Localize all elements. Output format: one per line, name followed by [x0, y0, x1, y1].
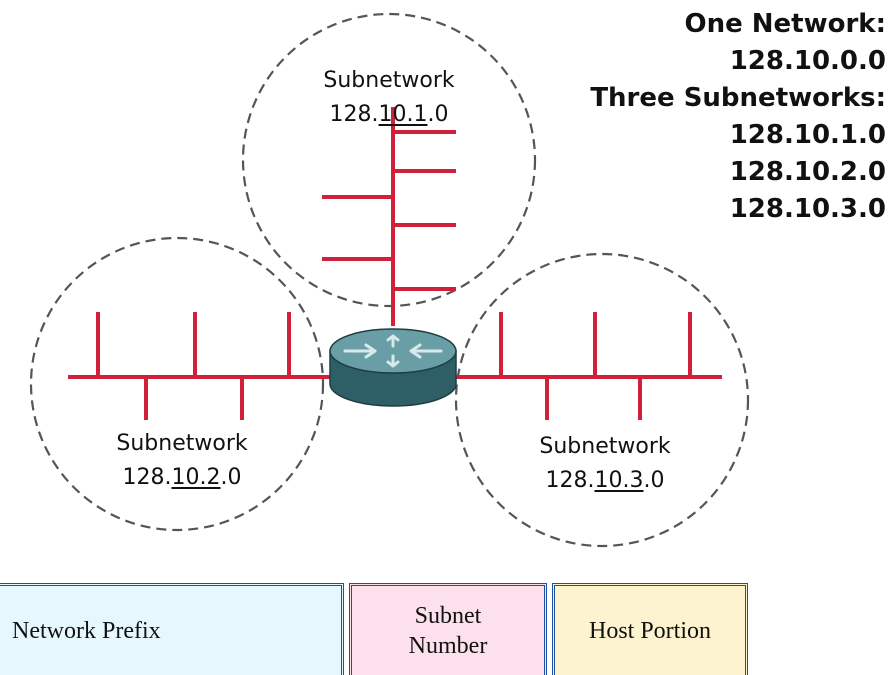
subnet-2-segment [68, 312, 338, 420]
subnet-2-label: Subnetwork 128.10.2.0 [97, 427, 267, 495]
subnet-number: 10.3 [594, 468, 644, 493]
subnet-ip: 128.10.2.0 [122, 465, 242, 490]
network-summary: One Network: 128.10.0.0 Three Subnetwork… [590, 6, 886, 228]
subnet-1-segment [322, 107, 456, 326]
subnet-number-cell: Subnet Number [349, 583, 547, 675]
subnet-2-boundary [29, 236, 325, 532]
subnet-title: Subnetwork [323, 68, 455, 93]
summary-line: 128.10.0.0 [729, 46, 886, 76]
subnet-title: Subnetwork [539, 434, 671, 459]
router-icon [329, 328, 457, 407]
subnet-diagram [29, 12, 750, 548]
network-prefix-label: Network Prefix [12, 617, 161, 644]
subnet-number: 10.2 [171, 465, 221, 490]
subnet-number-label: Subnet Number [408, 602, 488, 659]
host-portion-label: Host Portion [588, 617, 711, 644]
summary-line: 128.10.3.0 [729, 194, 886, 224]
host-portion-cell: Host Portion [552, 583, 748, 675]
subnet-3-label: Subnetwork 128.10.3.0 [520, 430, 690, 498]
subnet-ip: 128.10.1.0 [329, 102, 449, 127]
summary-line: Three Subnetworks: [590, 83, 886, 113]
subnet-3-segment [448, 312, 722, 420]
subnet-title: Subnetwork [116, 431, 248, 456]
subnet-1-label: Subnetwork 128.10.1.0 [304, 64, 474, 132]
subnet-3-boundary [454, 252, 750, 548]
subnet-number: 10.1 [378, 102, 428, 127]
subnet-ip: 128.10.3.0 [545, 468, 665, 493]
subnet-1-boundary [241, 12, 537, 308]
network-prefix-cell: Network Prefix [0, 583, 344, 675]
summary-line: 128.10.1.0 [729, 120, 886, 150]
summary-line: 128.10.2.0 [729, 157, 886, 187]
summary-line: One Network: [684, 9, 886, 39]
